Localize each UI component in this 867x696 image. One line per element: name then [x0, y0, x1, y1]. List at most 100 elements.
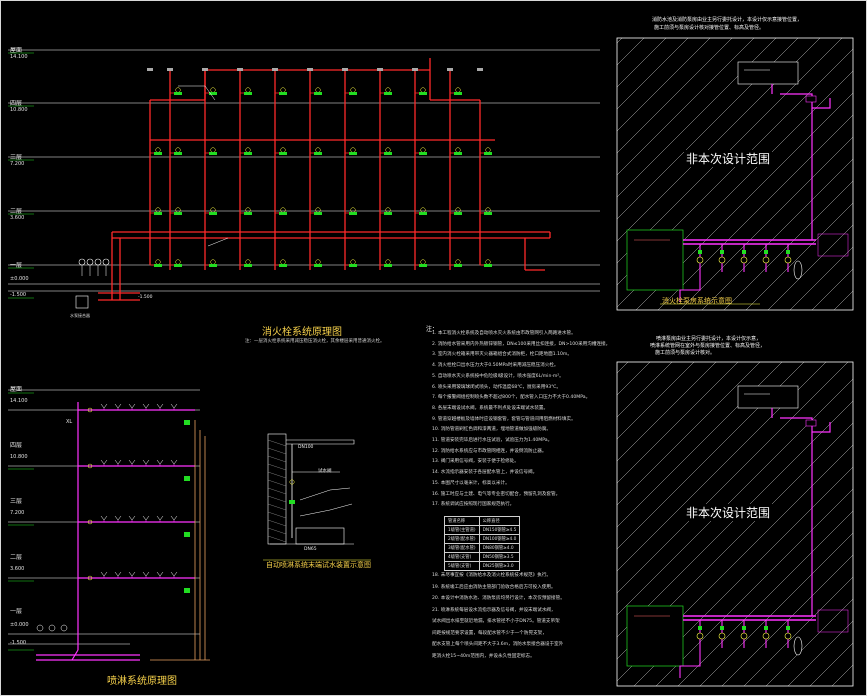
hydrant-cabinet-icon — [454, 212, 462, 215]
table-cell: 3级管(配水管) — [444, 543, 480, 553]
hydrant-cabinet-icon — [350, 207, 356, 213]
valve-icon — [698, 626, 702, 630]
pump-icon — [762, 632, 770, 640]
hydrant-cabinet-icon — [155, 147, 161, 153]
flow-indicator-icon — [87, 575, 93, 581]
pump-adapter-icon — [36, 624, 44, 632]
note-item: 9. 管道穿越楼板及墙体时应设钢套管，套管与管道间用阻燃材料填实。 — [432, 416, 576, 422]
note-item: 21. 喷淋系统每层设水流指示器及信号阀，并设末端试水阀， — [432, 607, 556, 613]
hydrant-cabinet-icon — [209, 212, 217, 215]
hydrant-cabinet-icon — [315, 87, 321, 93]
valve-icon — [377, 68, 383, 71]
hydrant-cabinet-icon — [210, 147, 216, 153]
note-item: 20. 本设计中消防水池、消防泵房均另行设计，本次仅预留接管。 — [432, 596, 565, 601]
hydrant-cabinet-icon — [315, 207, 321, 213]
hydrant-cabinet-icon — [419, 212, 427, 215]
valve-icon — [805, 95, 817, 103]
table-row: 1级管(主管道)DN150钢管≥4.5 — [444, 525, 521, 535]
table-cell: DN80钢管≥4.0 — [478, 543, 521, 553]
pump-icon — [740, 632, 748, 640]
elevation-label: -1.500 — [10, 292, 27, 298]
hydrant-cabinet-icon — [244, 152, 252, 155]
hydrant-cabinet-icon — [485, 259, 491, 265]
sprinkler-head-icon — [114, 515, 122, 521]
hydrant-cabinet-icon — [420, 87, 426, 93]
pump-adapter-icon — [86, 258, 94, 266]
test-valve-icon — [184, 588, 190, 593]
hydrant-cabinet-icon — [484, 212, 492, 215]
valve-icon — [720, 626, 724, 630]
hydrant-cabinet-icon — [384, 152, 392, 155]
hydrant-cabinet-icon — [455, 147, 461, 153]
note-item: 19. 系统竣工后应由消防主管部门验收合格后方可投入使用。 — [432, 584, 556, 590]
hydrant-cabinet-icon — [419, 152, 427, 155]
dimension-label: DN100 — [298, 445, 314, 450]
hydrant-cabinet-icon — [384, 264, 392, 267]
hydrant-cabinet-icon — [155, 207, 161, 213]
hydrant-cabinet-icon — [454, 92, 462, 95]
hydrant-cabinet-icon — [315, 147, 321, 153]
valve-icon — [786, 626, 790, 630]
sprinkler-head-icon — [156, 571, 164, 577]
sprinkler-head-icon — [142, 515, 150, 521]
hydrant-cabinet-icon — [420, 147, 426, 153]
connection-block — [817, 609, 849, 633]
valve-icon — [412, 68, 418, 71]
table-cell: DN25钢管≥3.0 — [478, 561, 521, 571]
hydrant-diagram-note: 注：一层消火栓系统采用减压稳压消火栓，其余楼层采用普通消火栓。 — [245, 339, 385, 344]
hydrant-cabinet-icon — [349, 92, 357, 95]
note-item: 4. 消火栓栓口出水压力大于0.50MPa时采用减压稳压消火栓。 — [432, 363, 559, 369]
hydrant-cabinet-icon — [455, 207, 461, 213]
hydrant-cabinet-icon — [175, 207, 181, 213]
hydrant-cabinet-icon — [454, 152, 462, 155]
sprinkler-head-icon — [100, 571, 108, 577]
table-cell: 4级管(支管) — [444, 552, 480, 562]
pump-icon — [784, 632, 792, 640]
roof-tank — [737, 61, 799, 85]
hydrant-cabinet-icon — [350, 147, 356, 153]
leader-line — [299, 503, 353, 517]
pump-adapter-box — [75, 295, 89, 309]
table-row: 3级管(配水管)DN80钢管≥4.0 — [444, 543, 521, 553]
valve-icon — [786, 250, 790, 254]
note-item: 配水支管上每个喷头间距不大于3.6m，消防水泵接合器设于室外 — [432, 642, 564, 647]
sprinkler-diagram-title: 喷淋系统原理图 — [107, 676, 177, 687]
elevation-label: 14.100 — [10, 54, 28, 60]
riser-label: XL — [66, 419, 73, 425]
note-item: 18. 未尽事宜按《消防给水及消火栓系统技术规范》执行。 — [432, 573, 552, 578]
valve-icon — [307, 68, 313, 71]
hatch-line — [267, 447, 287, 455]
sprinkler-head-icon — [114, 571, 122, 577]
valve-icon — [237, 68, 243, 71]
out-of-scope-label-top: 非本次设计范围 — [684, 150, 773, 167]
hydrant-cabinet-icon — [155, 259, 161, 265]
test-valve-label: 试水阀 — [318, 469, 332, 474]
outlet-pipe — [679, 648, 701, 678]
hydrant-cabinet-icon — [245, 259, 251, 265]
sprinkler-head-icon — [100, 403, 108, 409]
hydrant-cabinet-icon — [175, 87, 181, 93]
floor-lines-top — [8, 49, 600, 299]
table-header-cell: 公称直径 — [478, 516, 521, 526]
hatch-line — [267, 487, 287, 495]
table-cell: DN50钢管≥3.5 — [478, 552, 521, 562]
sprinkler-head-icon — [170, 459, 178, 465]
note-item: 8. 各层末端设试水阀，系统最不利点处设末端试水装置。 — [432, 405, 549, 411]
pump-icon — [696, 256, 704, 264]
floor-label-3-top: 三层 — [10, 154, 23, 161]
pump-adapter-icon — [60, 624, 68, 632]
hydrant-cabinet-icon — [419, 264, 427, 267]
sprinkler-head-icon — [128, 459, 136, 465]
elevation-label: 3.600 — [10, 215, 25, 221]
hydrant-cabinet-icon — [154, 264, 162, 267]
hydrant-cabinet-icon — [485, 147, 491, 153]
pump-adapter-icon — [48, 624, 56, 632]
note-item: 15. 本图尺寸以毫米计，标高以米计。 — [432, 480, 510, 486]
sprinkler-head-icon — [100, 459, 108, 465]
connection-block — [817, 233, 849, 257]
sprinkler-head-icon — [128, 515, 136, 521]
hydrant-cabinet-icon — [174, 92, 182, 95]
leader-line — [178, 85, 216, 101]
hydrant-cabinet-icon — [315, 259, 321, 265]
pump-icon — [762, 256, 770, 264]
